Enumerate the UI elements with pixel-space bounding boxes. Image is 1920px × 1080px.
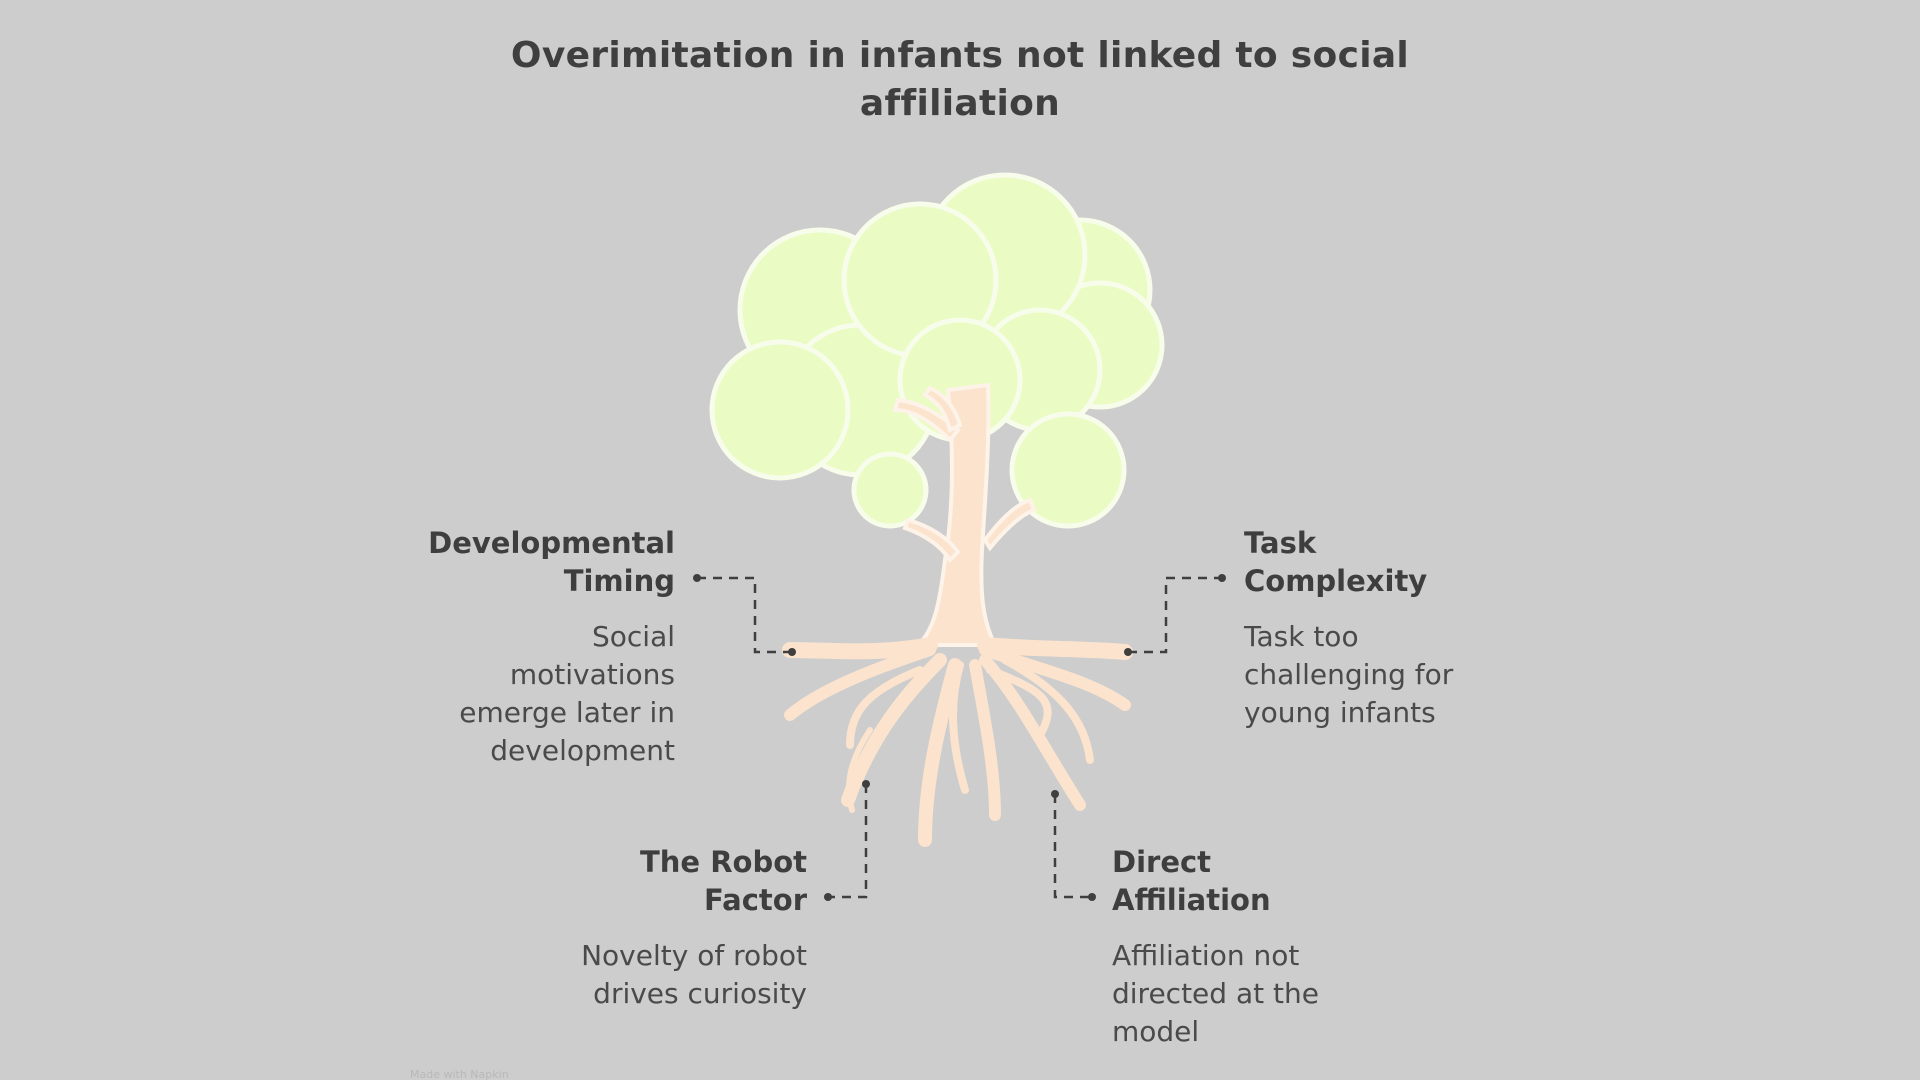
callout-developmental-timing: Developmental Timing Social motivations … bbox=[420, 524, 675, 770]
callout-description: Affiliation not directed at the model bbox=[1112, 939, 1319, 1048]
tree-canopy bbox=[709, 172, 1165, 529]
callout-robot-factor: The Robot Factor Novelty of robot drives… bbox=[540, 843, 807, 1013]
callout-connectors bbox=[697, 576, 1222, 899]
callout-description: Task too challenging for young infants bbox=[1244, 620, 1454, 729]
callout-heading: Direct Affiliation bbox=[1112, 845, 1271, 917]
connector-developmental-timing bbox=[697, 576, 792, 654]
tree-trunk bbox=[892, 382, 1037, 647]
callout-heading: Developmental Timing bbox=[428, 526, 675, 598]
connector-dots bbox=[693, 574, 1226, 901]
callout-heading: The Robot Factor bbox=[640, 845, 807, 917]
callout-direct-affiliation: Direct Affiliation Affiliation not direc… bbox=[1112, 843, 1372, 1051]
diagram-title: Overimitation in infants not linked to s… bbox=[510, 35, 1410, 124]
connector-robot-factor bbox=[828, 784, 868, 899]
connector-direct-affiliation bbox=[1053, 794, 1092, 899]
callout-heading: Task Complexity bbox=[1244, 526, 1428, 598]
callout-description: Social motivations emerge later in devel… bbox=[459, 620, 675, 767]
connector-task-complexity bbox=[1128, 576, 1222, 654]
callout-description: Novelty of robot drives curiosity bbox=[581, 939, 807, 1010]
watermark-footer: Made with Napkin bbox=[410, 1068, 509, 1080]
callout-task-complexity: Task Complexity Task too challenging for… bbox=[1244, 524, 1504, 732]
tree-roots bbox=[782, 637, 1133, 847]
